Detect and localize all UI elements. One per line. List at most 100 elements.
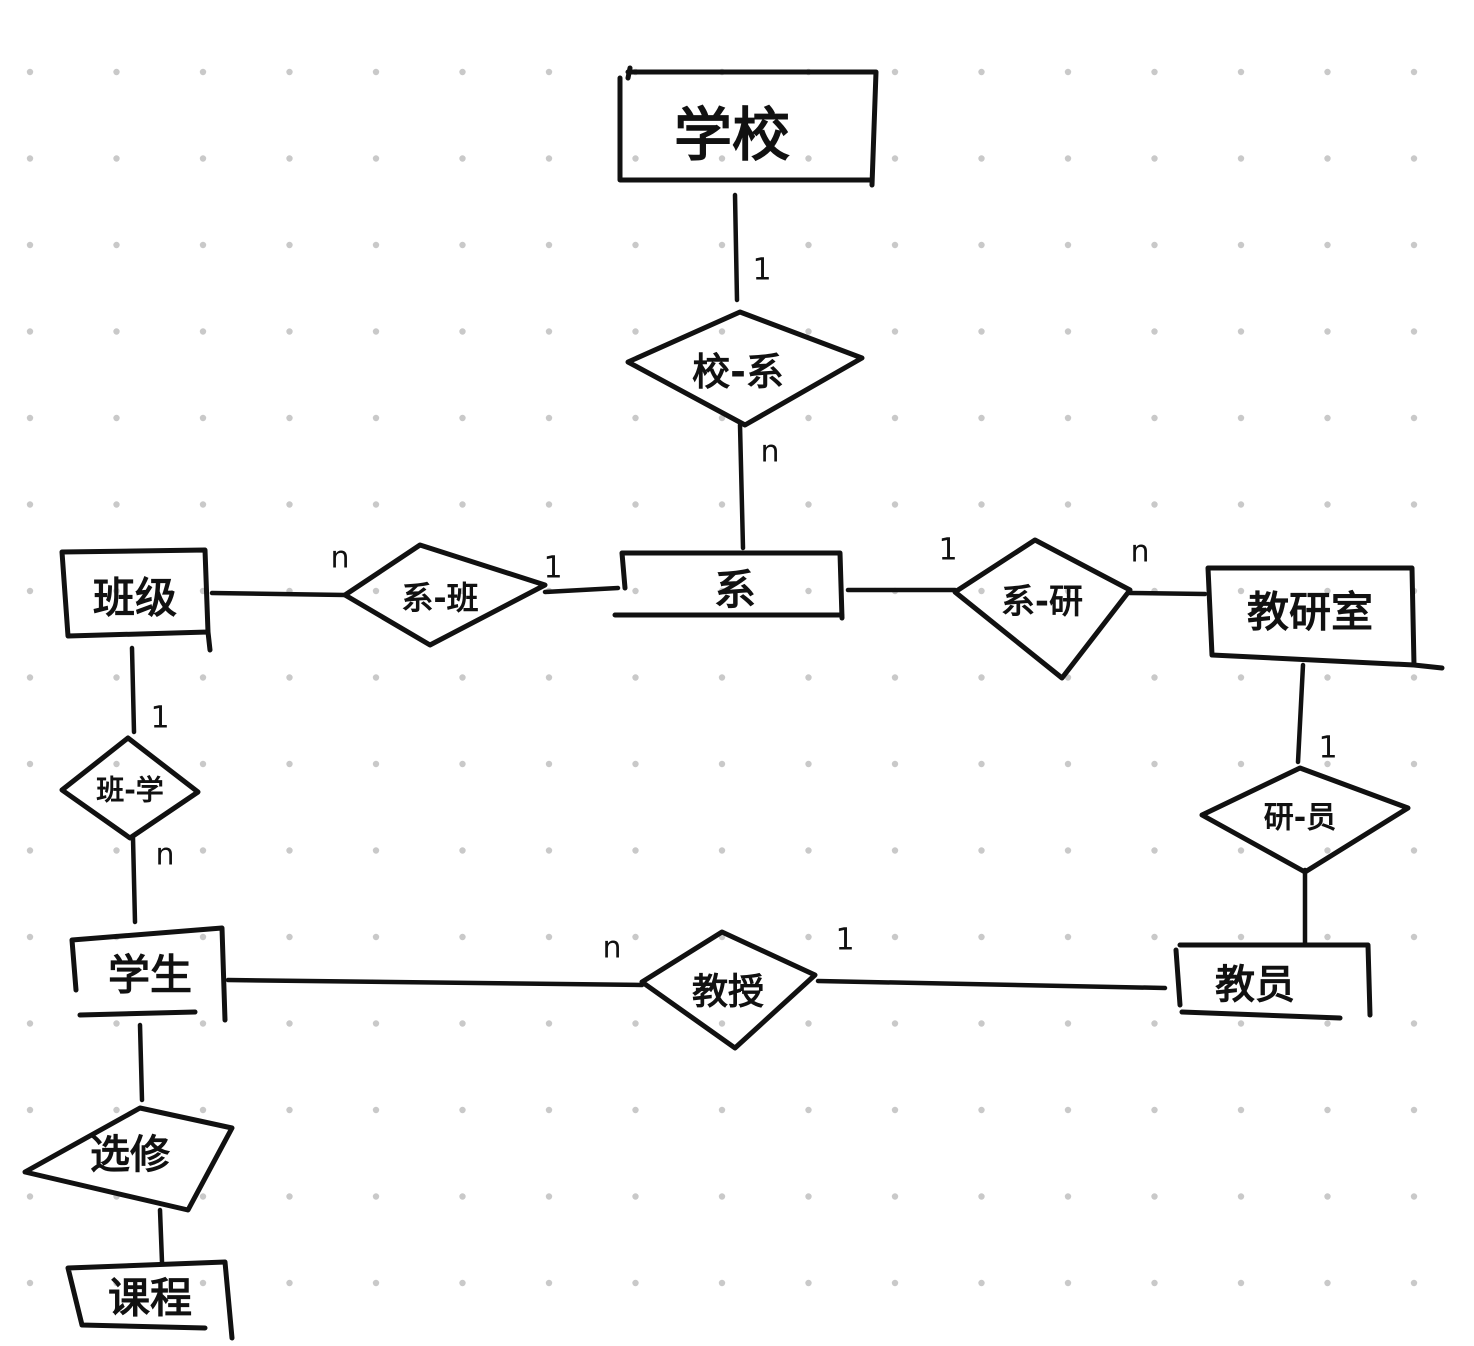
grid-dot (1064, 1020, 1072, 1027)
grid-dot (718, 1020, 726, 1027)
grid-dot (1410, 933, 1418, 941)
grid-dot (1324, 155, 1331, 162)
grid-dot (1064, 501, 1072, 508)
grid-dot (26, 933, 34, 941)
grid-dot (26, 587, 34, 595)
grid-dot (26, 1193, 34, 1200)
grid-dot (199, 155, 207, 162)
grid-dot (1410, 847, 1418, 854)
entity-teacher: 教员 (1173, 942, 1373, 1021)
edge-department-class-to-department (542, 585, 621, 595)
entity-department-label: 系 (714, 566, 756, 615)
grid-dot (286, 241, 293, 249)
edge-school-department-to-department (737, 422, 746, 551)
grid-dot (199, 760, 207, 768)
grid-dot (718, 1106, 726, 1114)
grid-dot (372, 68, 380, 76)
relationship-teaching-diamond (639, 929, 818, 1051)
grid-dot (286, 328, 293, 335)
grid-dot (286, 1106, 293, 1114)
grid-dot (286, 1279, 293, 1287)
edge-class-to-class-student (129, 645, 137, 735)
grid-dot (113, 414, 120, 422)
grid-dot (718, 241, 726, 249)
grid-dot (632, 1193, 639, 1200)
grid-dot (545, 241, 553, 249)
grid-dot (459, 1279, 466, 1287)
grid-dot (286, 674, 293, 681)
grid-dot (459, 1193, 466, 1200)
grid-dot (1064, 414, 1072, 422)
grid-dot (286, 68, 293, 76)
grid-dot (113, 68, 120, 76)
cardinality-office-side-office-teacher: 1 (1318, 731, 1337, 766)
relationship-department-office: 系-研 (952, 537, 1133, 681)
grid-dot (1151, 1106, 1158, 1114)
entity-teacher-label: 教员 (1215, 962, 1295, 1008)
grid-dot (545, 760, 553, 768)
grid-dot (1064, 1106, 1072, 1114)
grid-dot (26, 760, 34, 768)
grid-dot (891, 414, 899, 422)
edge-elective-to-course (157, 1207, 165, 1265)
grid-dot (459, 760, 466, 768)
grid-dot (1237, 587, 1245, 595)
grid-dot (199, 1106, 207, 1114)
grid-dot (1237, 1020, 1245, 1027)
grid-dot (199, 1020, 207, 1027)
cardinality-school-side-school-department: 1 (752, 253, 771, 288)
grid-dot (718, 847, 726, 854)
grid-dot (459, 674, 466, 681)
grid-dot (113, 241, 120, 249)
grid-dot (113, 587, 120, 595)
grid-dot (372, 760, 380, 768)
grid-dot (113, 847, 120, 854)
grid-dot (199, 68, 207, 76)
grid-dot (199, 1279, 207, 1287)
relationship-class-student-diamond (59, 735, 201, 841)
relationship-elective-label: 选修 (90, 1132, 171, 1178)
grid-dot (978, 674, 985, 681)
grid-dot (718, 587, 726, 595)
grid-dot (459, 1020, 466, 1027)
grid-dot (805, 241, 812, 249)
relationship-elective-diamond (22, 1105, 235, 1213)
grid-dot (1151, 933, 1158, 941)
grid-dot (1237, 68, 1245, 76)
grid-dot (1324, 1279, 1331, 1287)
grid-dot (1237, 414, 1245, 422)
grid-dot (1410, 241, 1418, 249)
grid-dot (113, 501, 120, 508)
grid-dot (891, 933, 899, 941)
grid-dot (372, 674, 380, 681)
grid-dot (978, 501, 985, 508)
grid-dot (26, 328, 34, 335)
grid-dot (805, 1279, 812, 1287)
grid-dot (1151, 68, 1158, 76)
cardinality-class-side-department-class: n (330, 541, 349, 576)
grid-dot (113, 1106, 120, 1114)
entity-course: 课程 (65, 1259, 235, 1341)
cardinality-teacher-side-teaching: 1 (835, 923, 854, 958)
grid-dot (199, 241, 207, 249)
relationship-class-student: 班-学 (59, 735, 201, 841)
entity-class-label: 班级 (93, 574, 177, 623)
grid-dot (1237, 1106, 1245, 1114)
grid-dot (113, 155, 120, 162)
grid-dot (199, 933, 207, 941)
relationships: 校-系 系-班 系-研 班-学 研-员 教授 选修 (22, 309, 1411, 1213)
grid-dot (805, 587, 812, 595)
edge-student-to-elective (137, 1022, 145, 1103)
grid-dot (891, 241, 899, 249)
grid-dot (1064, 847, 1072, 854)
grid-dot (718, 760, 726, 768)
grid-dot (891, 328, 899, 335)
grid-dot (1324, 760, 1331, 768)
grid-dot (286, 1020, 293, 1027)
grid-dot (632, 328, 639, 335)
grid-dot (372, 1020, 380, 1027)
grid-dot (1237, 674, 1245, 681)
relationship-class-student-label: 班-学 (96, 774, 164, 807)
grid-dot (545, 501, 553, 508)
relationship-department-class-label: 系-班 (401, 579, 478, 617)
